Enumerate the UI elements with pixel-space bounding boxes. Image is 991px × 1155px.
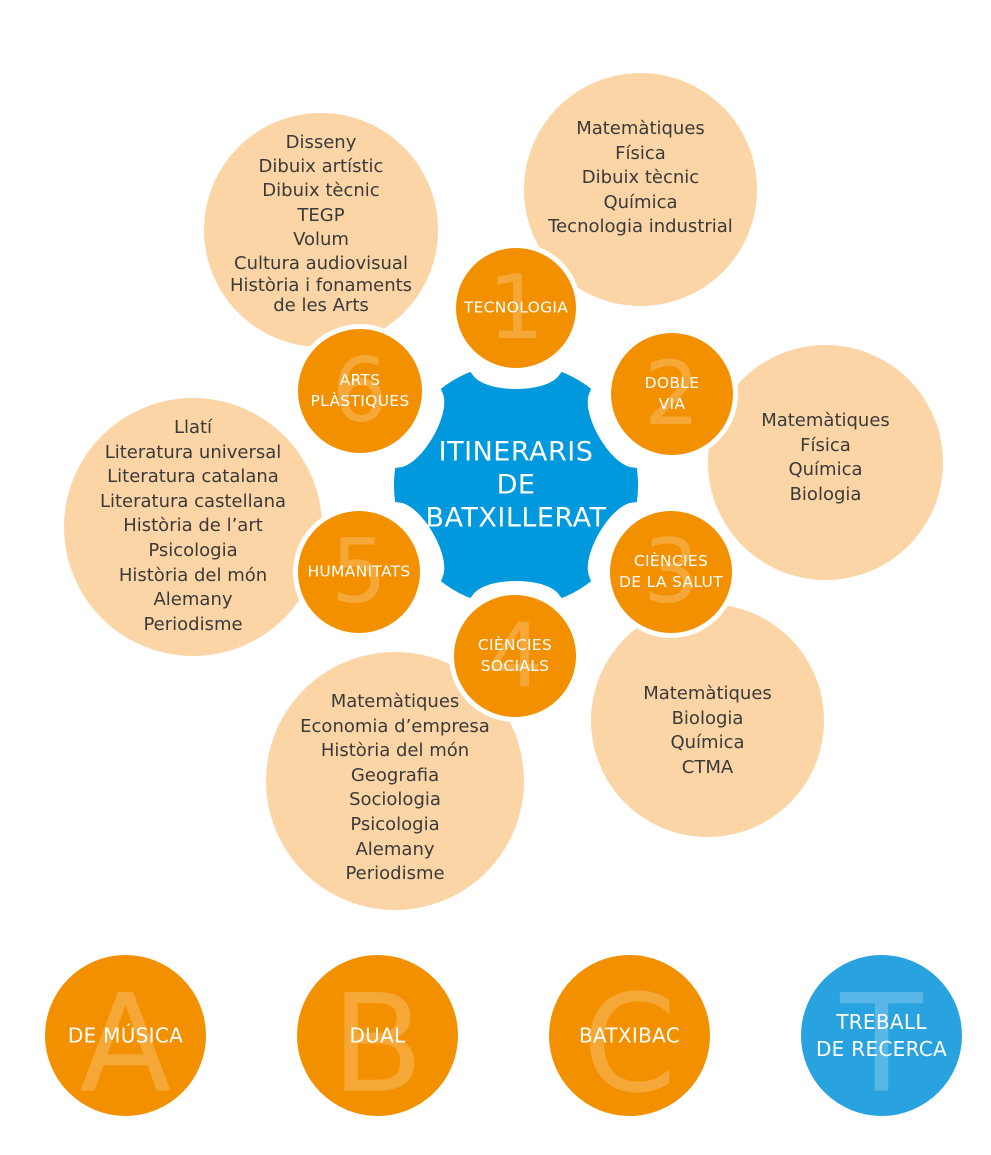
subject: Dibuix tècnic (581, 167, 700, 189)
subject: Psicologia (148, 539, 238, 561)
option-de-musica[interactable]: A DE MÚSICA (45, 955, 206, 1116)
option-letter: C (582, 965, 677, 1116)
subject: Biologia (789, 483, 862, 505)
subjects-arts-plastiques: Disseny Dibuix artístic Dibuix tècnic TE… (204, 113, 438, 347)
subject: Psicologia (350, 813, 440, 835)
itinerary-number: 1 (488, 256, 544, 359)
subject: Literatura universal (104, 441, 282, 463)
itinerary-tecnologia[interactable]: 1 TECNOLOGIA (451, 243, 581, 373)
option-label: DE RECERCA (815, 1036, 948, 1061)
subject: Matemàtiques (330, 691, 460, 712)
subject: Matemàtiques (643, 683, 772, 704)
center-title: ITINERARIS DE BATXILLERAT (393, 362, 639, 608)
option-letter: T (840, 965, 923, 1116)
itinerary-number: 2 (644, 342, 700, 445)
subject: de les Arts (273, 295, 369, 317)
itinerary-label: CIÈNCIES (633, 552, 709, 570)
subject: Cultura audiovisual (234, 253, 408, 275)
subject: Sociologia (349, 789, 441, 811)
subject: Disseny (285, 132, 357, 153)
option-label: DUAL (349, 1023, 406, 1047)
center-line: BATXILLERAT (425, 502, 607, 534)
option-label: TREBALL (836, 1009, 927, 1034)
subject: Dibuix artístic (258, 156, 384, 178)
center-line: ITINERARIS (438, 436, 594, 468)
subject: Periodisme (143, 613, 243, 635)
subject: TEGP (297, 204, 345, 226)
subject: Alemany (153, 589, 233, 611)
option-treball-de-recerca[interactable]: T TREBALL DE RECERCA (801, 955, 962, 1116)
center-line: DE (496, 469, 536, 501)
subject: Matemàtiques (761, 410, 890, 431)
itinerary-label: DOBLE (644, 374, 700, 392)
subjects-doble-via: Matemàtiques Física Química Biologia (708, 345, 943, 580)
subject: CTMA (681, 756, 734, 778)
subjects-humanitats: Llatí Literatura universal Literatura ca… (64, 398, 322, 656)
itinerary-label: VIA (658, 395, 686, 413)
subject: Literatura catalana (107, 466, 279, 488)
subject: Geografia (350, 764, 440, 786)
subjects-ciencies-salut: Matemàtiques Biologia Química CTMA (591, 604, 824, 837)
itinerary-number: 3 (643, 520, 699, 623)
subject: Dibuix tècnic (262, 180, 380, 202)
itinerary-label: CIÈNCIES (477, 636, 553, 654)
option-dual[interactable]: B DUAL (297, 955, 458, 1116)
itinerary-label: SOCIALS (480, 657, 550, 675)
itinerary-number: 6 (332, 339, 388, 442)
subject: Tecnologia industrial (548, 216, 733, 238)
option-label: DE MÚSICA (67, 1023, 184, 1047)
option-letter: A (79, 965, 172, 1116)
subject: Llatí (173, 417, 213, 438)
subject: Química (788, 459, 863, 481)
subject: Història i fonaments (229, 275, 413, 297)
subject: Alemany (355, 838, 435, 860)
itinerary-label: ARTS (339, 371, 381, 389)
itinerary-label: TECNOLOGIA (463, 298, 569, 317)
itinerary-ciencies-salut[interactable]: 3 CIÈNCIES DE LA SALUT (605, 506, 737, 638)
option-letter: B (331, 965, 424, 1116)
subject: Física (615, 142, 666, 164)
subject: Història del món (118, 564, 268, 586)
itinerary-label: PLÀSTIQUES (310, 392, 410, 410)
itinerary-number: 5 (331, 520, 387, 623)
itinerary-humanitats[interactable]: 5 HUMANITATS (293, 506, 425, 638)
option-label: BATXIBAC (578, 1023, 681, 1047)
itinerary-label: HUMANITATS (307, 562, 411, 581)
subject: Periodisme (345, 863, 445, 885)
center-shape (394, 371, 638, 599)
subject: Economia d’empresa (300, 715, 490, 737)
subject: Biologia (671, 707, 744, 729)
subject: Química (670, 732, 745, 754)
itinerary-arts-plastiques[interactable]: 6 ARTS PLÀSTIQUES (293, 324, 427, 458)
subject: Física (800, 434, 851, 456)
itinerary-number: 4 (487, 604, 543, 707)
itinerary-ciencies-socials[interactable]: 4 CIÈNCIES SOCIALS (449, 590, 581, 722)
subject: Matemàtiques (576, 118, 705, 139)
subject: Química (603, 191, 678, 213)
subject: Història de l’art (123, 515, 263, 537)
subject: Literatura castellana (99, 490, 287, 512)
subject: Història del món (320, 740, 470, 762)
itinerary-label: DE LA SALUT (619, 573, 723, 591)
itinerary-doble-via[interactable]: 2 DOBLE VIA (606, 328, 738, 460)
subject: Volum (293, 228, 349, 250)
option-batxibac[interactable]: C BATXIBAC (549, 955, 710, 1116)
